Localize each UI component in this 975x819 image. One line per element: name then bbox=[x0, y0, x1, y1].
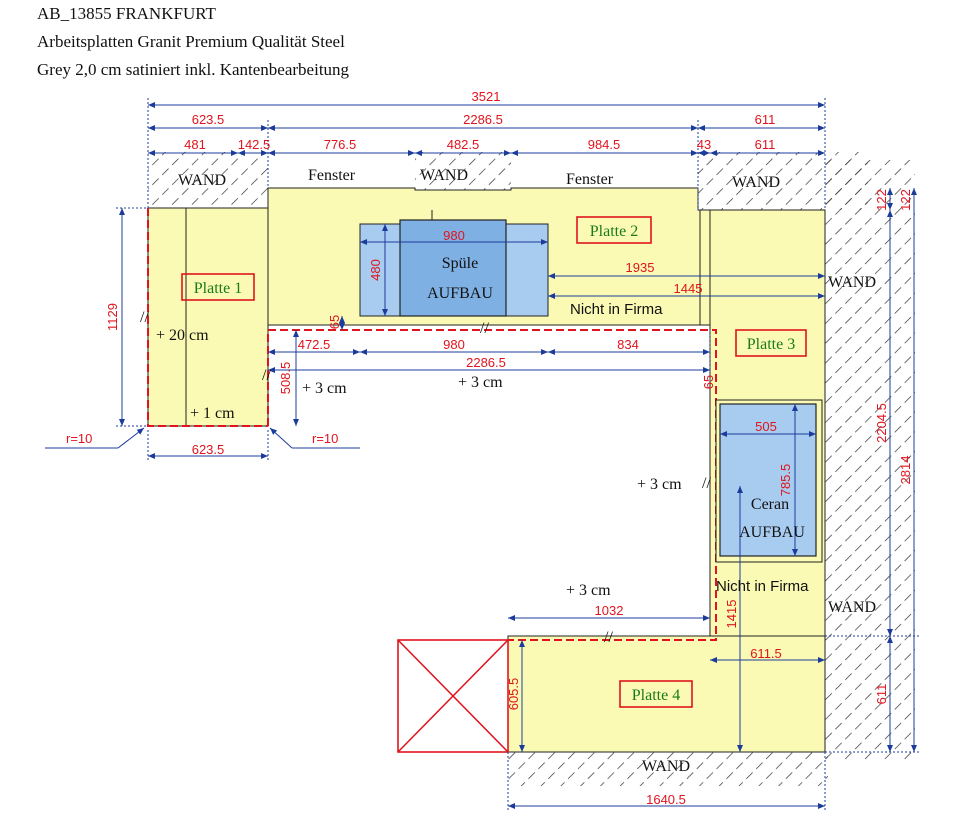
fenster-label-1: Fenster bbox=[308, 167, 356, 184]
dimension-labels: 3521 623.5 2286.5 611 481 142.5 776.5 48… bbox=[66, 89, 913, 807]
dim-611-second: 611 bbox=[755, 137, 776, 152]
joint-mark-2: // bbox=[480, 320, 489, 337]
dim-611-5: 611.5 bbox=[750, 646, 782, 661]
note-plus-3-b: + 3 cm bbox=[458, 374, 503, 391]
sink-aufbau-label: AUFBAU bbox=[427, 285, 493, 302]
dim-1129: 1129 bbox=[105, 303, 120, 331]
dim-1415: 1415 bbox=[724, 600, 739, 629]
plate-3-label: Platte 3 bbox=[747, 336, 795, 353]
dim-472-5: 472.5 bbox=[298, 337, 331, 352]
plate-1-label: Platte 1 bbox=[194, 280, 242, 297]
joint-mark-5: // bbox=[262, 367, 271, 384]
dim-1445: 1445 bbox=[674, 281, 703, 296]
wall-hatching bbox=[148, 152, 915, 786]
dimension-lines bbox=[45, 98, 920, 812]
edge-notes: + 20 cm + 1 cm + 3 cm + 3 cm + 3 cm + 3 … bbox=[140, 309, 711, 646]
sink-label: Spüle bbox=[442, 255, 478, 272]
dim-sink-480: 480 bbox=[368, 259, 383, 281]
appliance-labels: Spüle AUFBAU Ceran AUFBAU Nicht in Firma… bbox=[427, 255, 809, 595]
sink bbox=[359, 210, 549, 317]
wand-label-2: WAND bbox=[420, 167, 468, 184]
note-plus-3-c: + 3 cm bbox=[637, 476, 682, 493]
material-description-line2: Grey 2,0 cm satiniert inkl. Kantenbearbe… bbox=[37, 60, 350, 79]
note-plus-3-d: + 3 cm bbox=[566, 582, 611, 599]
wand-label-6: WAND bbox=[642, 758, 690, 775]
nicht-in-firma-1: Nicht in Firma bbox=[570, 301, 663, 318]
joint-mark-4: // bbox=[604, 629, 613, 646]
dim-482-5: 482.5 bbox=[447, 137, 480, 152]
cooktop-label: Ceran bbox=[751, 496, 789, 513]
dim-65-left: 65 bbox=[327, 315, 342, 329]
dim-611-right: 611 bbox=[874, 684, 889, 705]
dim-1032: 1032 bbox=[595, 603, 624, 618]
dim-605-5: 605.5 bbox=[506, 678, 521, 711]
dim-122-b: 122 bbox=[898, 189, 913, 211]
cooktop bbox=[715, 399, 823, 563]
cooktop-aufbau-label: AUFBAU bbox=[739, 524, 805, 541]
dim-481: 481 bbox=[184, 137, 206, 152]
fenster-label-2: Fenster bbox=[566, 171, 614, 188]
dim-total-width: 3521 bbox=[472, 89, 501, 104]
dim-1935: 1935 bbox=[626, 260, 655, 275]
dim-2204-5: 2204.5 bbox=[874, 403, 889, 443]
dim-623-5-bottom: 623.5 bbox=[192, 442, 225, 457]
appliance-crossed-box bbox=[397, 639, 509, 753]
dim-2286-5-bottom: 2286.5 bbox=[466, 355, 506, 370]
wand-label-5: WAND bbox=[828, 599, 876, 616]
dim-785-5: 785.5 bbox=[778, 464, 793, 497]
wand-label-3: WAND bbox=[732, 174, 780, 191]
dim-776-5: 776.5 bbox=[324, 137, 357, 152]
joint-mark-3: // bbox=[702, 475, 711, 492]
wand-label-1: WAND bbox=[178, 172, 226, 189]
dim-1640-5: 1640.5 bbox=[646, 792, 686, 807]
dim-142-5: 142.5 bbox=[238, 137, 271, 152]
nicht-in-firma-2: Nicht in Firma bbox=[716, 578, 809, 595]
note-plus-3-a: + 3 cm bbox=[302, 380, 347, 397]
dim-43: 43 bbox=[697, 137, 711, 152]
dim-834: 834 bbox=[617, 337, 639, 352]
radius-right: r=10 bbox=[312, 431, 338, 446]
radius-left: r=10 bbox=[66, 431, 92, 446]
dim-623-5-top: 623.5 bbox=[192, 112, 225, 127]
dim-508-5: 508.5 bbox=[278, 362, 293, 395]
note-plus-20: + 20 cm bbox=[156, 327, 209, 344]
material-description-line1: Arbeitsplatten Granit Premium Qualität S… bbox=[37, 32, 345, 51]
joint-mark-1: // bbox=[140, 309, 149, 326]
plate-4-label: Platte 4 bbox=[632, 687, 680, 704]
plate-2-label: Platte 2 bbox=[590, 223, 638, 240]
dim-980-bottom: 980 bbox=[443, 337, 465, 352]
dim-984-5: 984.5 bbox=[588, 137, 621, 152]
dim-sink-980: 980 bbox=[443, 228, 465, 243]
drawing-title: AB_13855 FRANKFURT bbox=[37, 4, 216, 23]
dim-505: 505 bbox=[755, 419, 777, 434]
dim-2286-5-top: 2286.5 bbox=[463, 112, 503, 127]
dim-65-right: 65 bbox=[701, 375, 716, 389]
dim-611-top: 611 bbox=[755, 112, 776, 127]
dim-122-a: 122 bbox=[874, 189, 889, 211]
note-plus-1: + 1 cm bbox=[190, 405, 235, 422]
plate-labels: Platte 1 Platte 2 Platte 3 Platte 4 bbox=[181, 216, 807, 708]
plate-1-shape bbox=[147, 207, 269, 427]
dim-2814: 2814 bbox=[898, 456, 913, 485]
edge-lines bbox=[147, 208, 717, 641]
wall-labels: WAND Fenster WAND Fenster WAND WAND WAND… bbox=[178, 167, 876, 775]
wand-label-4: WAND bbox=[828, 274, 876, 291]
